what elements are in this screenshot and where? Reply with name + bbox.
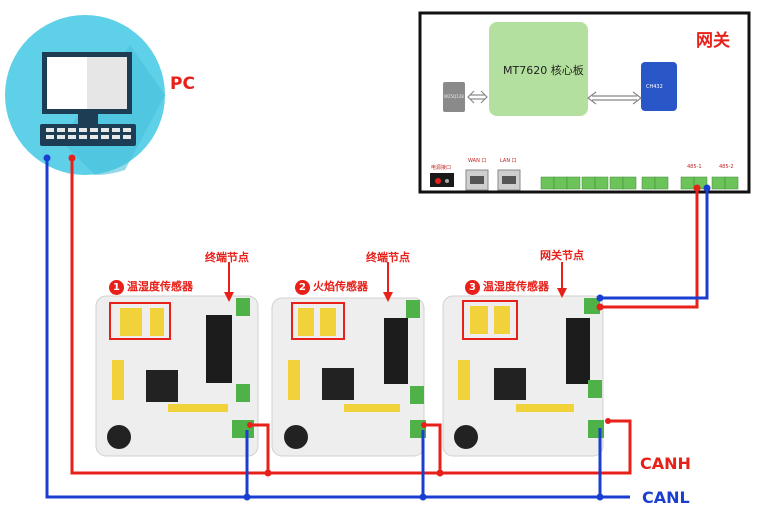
wan-port-label: WAN 口 bbox=[468, 158, 487, 164]
node-3-number: 3 bbox=[465, 280, 480, 295]
node-2-number: 2 bbox=[295, 280, 310, 295]
flash-chip-label: W25Q128 bbox=[444, 94, 464, 99]
gateway-label: 网关 bbox=[696, 31, 730, 51]
lan-port-label: LAN 口 bbox=[500, 158, 517, 164]
node-board-1 bbox=[95, 295, 259, 457]
ch432-label: CH432 bbox=[646, 84, 663, 90]
callout-node-2: 终端节点 bbox=[366, 251, 410, 264]
callout-node-3: 网关节点 bbox=[540, 249, 584, 262]
rs485-1-label: 485-1 bbox=[687, 164, 702, 170]
canl-label: CANL bbox=[642, 488, 690, 507]
canl-wire bbox=[45, 158, 630, 499]
canh-label: CANH bbox=[640, 454, 691, 473]
callout-node-1: 终端节点 bbox=[205, 251, 249, 264]
core-board-label: MT7620 核心板 bbox=[503, 64, 584, 77]
node-2-name: 火焰传感器 bbox=[313, 280, 368, 293]
node-board-2 bbox=[271, 297, 426, 457]
pc-label: PC bbox=[170, 74, 195, 94]
pc-icon bbox=[5, 15, 165, 175]
rs485-2-label: 485-2 bbox=[719, 164, 734, 170]
power-port-label: 电源接口 bbox=[431, 165, 452, 171]
node-3-name: 温湿度传感器 bbox=[483, 280, 549, 293]
node-1-number: 1 bbox=[109, 280, 124, 295]
canh-wire bbox=[70, 158, 632, 475]
node-1-name: 温湿度传感器 bbox=[127, 280, 193, 293]
gateway-box bbox=[418, 11, 751, 194]
node-board-3 bbox=[442, 295, 604, 457]
